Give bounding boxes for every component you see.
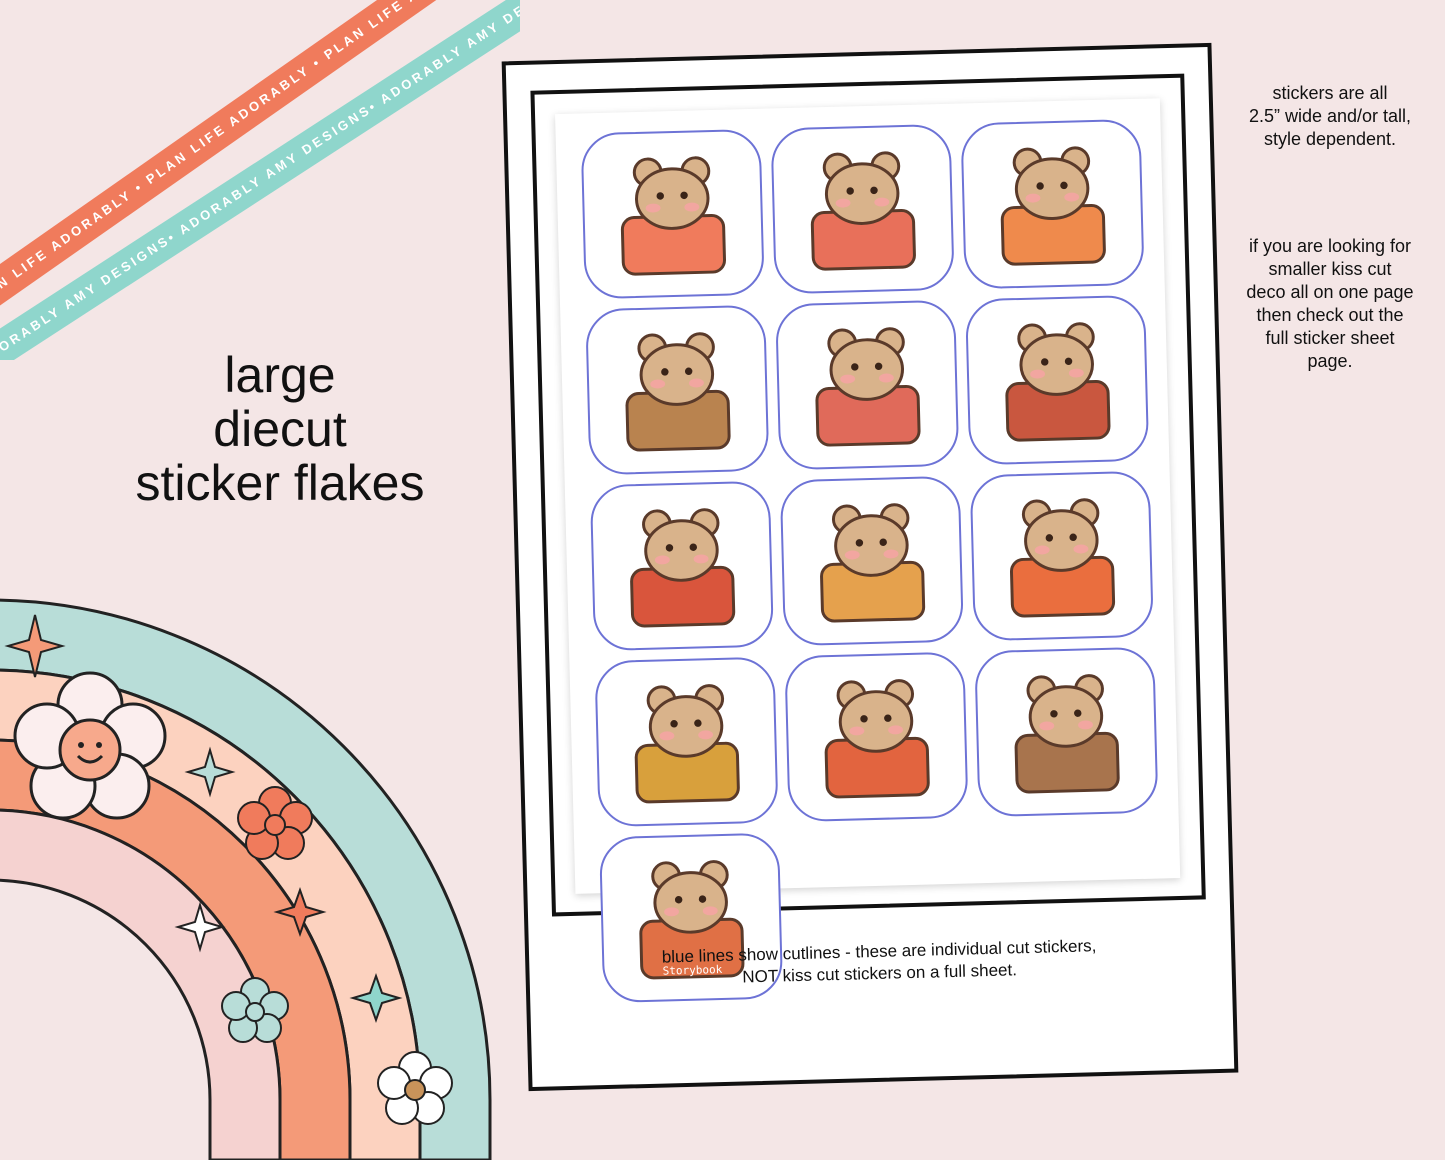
size-line: stickers are all — [1272, 83, 1388, 103]
title-line-3: sticker flakes — [135, 455, 425, 511]
kiss-cut-note: if you are looking for smaller kiss cut de… — [1225, 235, 1435, 373]
sticker-bear-pencil — [580, 128, 765, 300]
sticker-bear-cup — [775, 299, 960, 471]
kiss-line: page. — [1307, 351, 1353, 371]
title-line-2: diecut — [213, 401, 347, 457]
kiss-line: full sticker sheet — [1265, 328, 1395, 348]
sticker-bear-open-book — [969, 470, 1154, 642]
sticker-bear-sleeping-book — [589, 480, 775, 651]
sticker-bear-basket — [585, 304, 770, 476]
size-line: style dependent. — [1263, 129, 1397, 149]
ribbon-decoration: PLAN LIFE ADORABLY • PLAN LIFE ADORABLY … — [0, 0, 520, 360]
sparkle-icon — [174, 901, 226, 953]
white-flower-icon — [377, 1051, 453, 1125]
kiss-line: smaller kiss cut — [1268, 259, 1392, 279]
size-line: 2.5” wide and/or tall, — [1248, 106, 1412, 126]
kiss-line: if you are looking for — [1248, 236, 1412, 256]
product-title: large diecut sticker flakes — [100, 348, 460, 510]
sticker-bear-teapot — [770, 123, 955, 295]
sparkle-icon — [4, 614, 66, 678]
sticker-sheet-frame: Storybook blue lines show cutlines - the… — [501, 42, 1239, 1092]
title-line-1: large — [224, 347, 336, 403]
sparkle-icon — [273, 886, 327, 938]
sticker-bear-red-book — [784, 651, 969, 822]
sticker-bear-bookshelf — [974, 646, 1159, 817]
smiley-flower-icon — [13, 671, 167, 820]
size-note: stickers are all 2.5” wide and/or tall, st… — [1225, 82, 1435, 151]
coral-flower-icon — [237, 786, 313, 860]
kiss-line: then check out the — [1256, 305, 1404, 325]
rainbow-illustration — [0, 598, 492, 1160]
sticker-sheet: Storybook — [555, 98, 1181, 1003]
sticker-grid: Storybook — [580, 118, 1160, 1003]
sticker-bear-book-candle — [965, 294, 1150, 466]
sticker-bear-candle-jar — [594, 656, 779, 827]
ribbon-adorably-amy-designs: ADORABLY AMY DESIGNS• ADORABLY AMY DESIG… — [0, 0, 520, 360]
sparkle-icon — [184, 746, 236, 798]
ribbon-plan-life-adorably: PLAN LIFE ADORABLY • PLAN LIFE ADORABLY … — [0, 0, 504, 320]
sticker-bear-book-stack — [779, 475, 964, 646]
sticker-bear-storybook: Storybook — [598, 832, 784, 1003]
kiss-line: deco all on one page — [1246, 282, 1414, 302]
sparkle-icon — [349, 972, 403, 1024]
sheet-border: Storybook — [530, 73, 1206, 1003]
sticker-bear-pumpkin — [960, 118, 1145, 290]
teal-flower-icon — [221, 977, 289, 1043]
